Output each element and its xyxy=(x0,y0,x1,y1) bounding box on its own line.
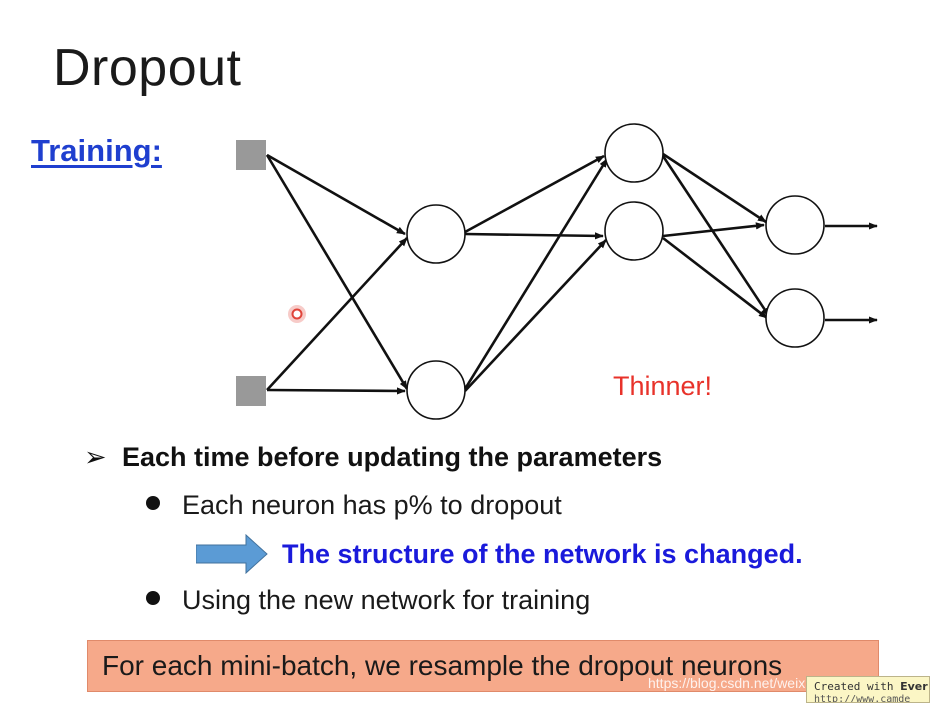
bullet-dot-icon xyxy=(146,591,160,605)
input-node-2 xyxy=(236,376,266,406)
edge-h2a-o1 xyxy=(662,152,767,224)
edge-h1a-h2a xyxy=(464,154,605,234)
input-node-1 xyxy=(236,140,266,170)
sub-bullet-2-text: Using the new network for training xyxy=(182,585,591,615)
highlight-line: The structure of the network is changed. xyxy=(196,534,803,574)
sub-bullet-1-text: Each neuron has p% to dropout xyxy=(182,490,562,520)
evernote-badge: Created with Ever http://www.camde xyxy=(806,676,930,703)
csdn-watermark: https://blog.csdn.net/weixin_4... xyxy=(648,675,844,691)
bullet-dot-icon xyxy=(146,496,160,510)
sub-bullet-1: Each neuron has p% to dropout xyxy=(146,490,562,521)
edge-h1b-h2b xyxy=(464,239,607,392)
neuron-output-2 xyxy=(765,288,825,348)
neuron-hidden-2a xyxy=(604,123,664,183)
training-label: Training: xyxy=(31,133,162,168)
edge-in1-h1b xyxy=(265,154,409,390)
neuron-hidden-1a xyxy=(406,204,466,264)
edge-h2a-o2 xyxy=(661,155,771,317)
evernote-line-1: Created with Ever xyxy=(814,680,928,693)
sub-bullet-2: Using the new network for training xyxy=(146,585,590,616)
resample-banner: For each mini-batch, we resample the dro… xyxy=(87,640,879,692)
right-arrow-icon xyxy=(196,534,268,574)
banner-text: For each mini-batch, we resample the dro… xyxy=(102,650,783,681)
main-bullet: ➢ Each time before updating the parameter… xyxy=(84,442,662,473)
slide-title: Dropout xyxy=(53,39,242,97)
thinner-annotation: Thinner! xyxy=(613,371,713,401)
edge-in2-h1a xyxy=(266,237,408,391)
evernote-line-2: http://www.camde xyxy=(814,694,911,703)
edge-in2-h1b xyxy=(266,387,406,395)
neuron-hidden-1b xyxy=(406,360,466,420)
edge-h2b-o1 xyxy=(662,222,765,238)
neuron-output-1 xyxy=(765,195,825,255)
edge-h1a-h2b xyxy=(464,232,604,240)
structure-changed-text: The structure of the network is changed. xyxy=(282,538,803,569)
main-bullet-text: Each time before updating the parameters xyxy=(122,442,663,472)
edge-h1b-h2a xyxy=(463,158,609,390)
cursor-indicator xyxy=(288,305,306,323)
bullet-arrow-icon: ➢ xyxy=(84,442,107,472)
edge-h2b-o2 xyxy=(662,236,768,320)
neuron-hidden-2b xyxy=(604,201,664,261)
edge-in1-h1a xyxy=(266,153,406,236)
